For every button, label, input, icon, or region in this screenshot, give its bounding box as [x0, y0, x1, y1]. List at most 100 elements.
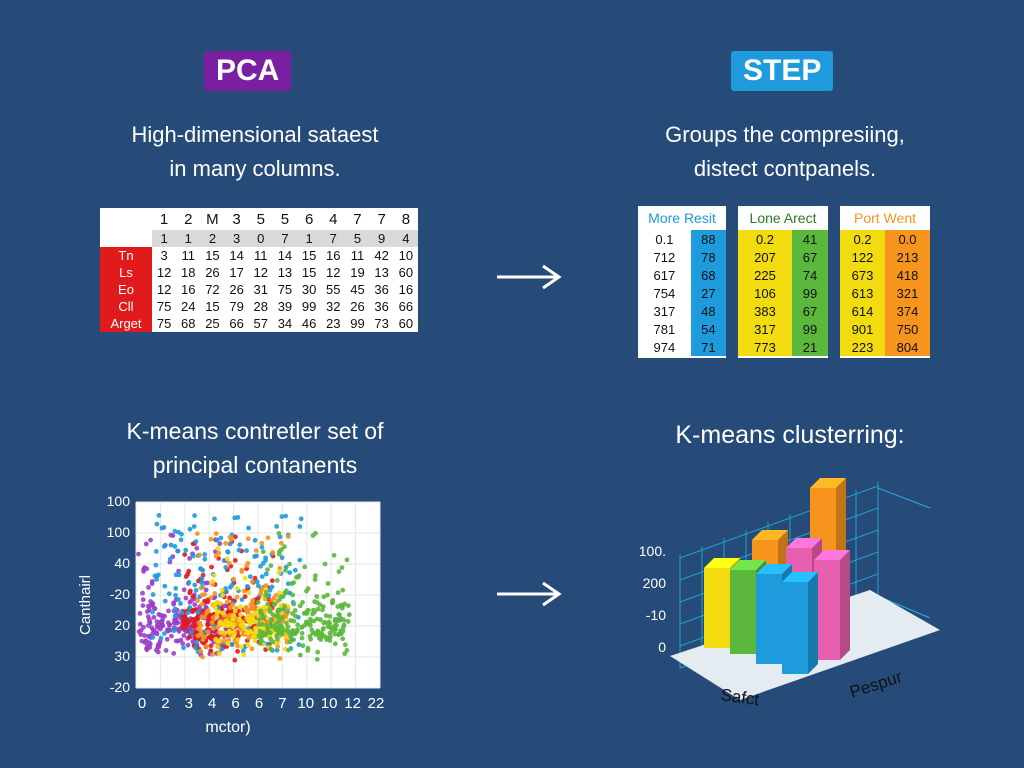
scatter-point: [203, 587, 209, 593]
y-tick-label: 100: [107, 493, 131, 509]
scatter-point: [276, 570, 282, 575]
scatter-point: [284, 628, 290, 633]
scatter-point: [257, 616, 263, 622]
scatter-point: [227, 605, 233, 610]
table-cell: 383: [738, 302, 792, 320]
table-cell: 122: [840, 248, 885, 266]
scatter-point: [278, 540, 284, 546]
scatter-point: [312, 609, 317, 615]
scatter-point: [259, 574, 265, 579]
scatter-point: [153, 562, 159, 568]
table-cell: 5: [345, 230, 370, 247]
scatter-point: [252, 626, 258, 631]
scatter-point: [260, 621, 265, 627]
scatter-point: [173, 592, 178, 598]
table-cell: 712: [638, 248, 691, 266]
scatter-point: [327, 621, 332, 627]
scatter-point: [188, 629, 194, 635]
scatter-point: [248, 629, 254, 634]
scatter-point: [268, 636, 273, 642]
scatter-point: [265, 567, 270, 572]
table-cell: 42: [374, 248, 389, 263]
scatter-point: [272, 601, 278, 607]
scatter-point: [241, 652, 247, 658]
scatter-point: [268, 646, 273, 652]
row-label: Ls: [100, 264, 152, 281]
scatter-point: [186, 619, 191, 624]
scatter-point: [247, 574, 253, 579]
clustering-caption: K-means clusterring:: [675, 421, 905, 449]
scatter-point: [339, 565, 345, 570]
scatter-caption-line1: K-means contretler set of: [126, 418, 384, 444]
scatter-point: [220, 610, 226, 616]
table-cell: 11: [350, 248, 365, 263]
scatter-point: [265, 535, 271, 541]
table-cell: 75: [156, 316, 172, 331]
scatter-point: [205, 629, 211, 635]
scatter-point: [217, 541, 223, 547]
grid-line: [877, 487, 931, 509]
table-cell: 15: [301, 248, 317, 263]
scatter-point: [215, 644, 221, 650]
scatter-point: [159, 525, 165, 531]
scatter-point: [246, 635, 252, 641]
scatter-point: [210, 652, 215, 657]
scatter-point: [246, 590, 252, 595]
scatter-point: [275, 644, 280, 649]
scatter-point: [285, 609, 291, 615]
scatter-point: [332, 623, 337, 629]
scatter-point: [244, 630, 249, 636]
scatter-point: [238, 604, 243, 610]
scatter-point: [295, 627, 300, 633]
scatter-point: [162, 583, 168, 589]
table-cell: 67: [792, 302, 828, 320]
scatter-point: [277, 656, 283, 661]
y-tick-label: -10: [646, 607, 666, 623]
scatter-point: [216, 651, 222, 657]
table-cell: 0.1: [638, 230, 691, 248]
scatter-point: [299, 635, 305, 641]
scatter-point: [187, 590, 193, 596]
scatter-point: [344, 648, 350, 653]
scatter-point: [214, 609, 220, 615]
scatter-point: [268, 563, 274, 568]
table-cell: 317: [638, 302, 691, 320]
scatter-point: [147, 619, 152, 625]
table-cell: 66: [229, 316, 244, 331]
scatter-point: [244, 548, 249, 553]
scatter-point: [163, 648, 169, 653]
table-cell: 0.2: [738, 230, 792, 248]
scatter-point: [237, 542, 243, 548]
table-cell: 26: [350, 299, 365, 314]
x-tick-label: 10: [297, 695, 314, 712]
scatter-point: [239, 597, 245, 602]
scatter-point: [252, 638, 258, 644]
table-cell: 901: [840, 320, 885, 338]
table-cell: 13: [277, 265, 293, 280]
scatter-point: [320, 604, 326, 610]
scatter-point: [187, 556, 192, 561]
pca-caption-line1: High-dimensional sataest: [131, 122, 379, 147]
scatter-point: [140, 590, 145, 596]
scatter-point: [147, 645, 153, 650]
scatter-point: [212, 591, 218, 596]
scatter-point: [267, 606, 273, 612]
table-cell: 19: [350, 265, 365, 280]
table-cell: M: [206, 210, 219, 228]
scatter-point: [308, 616, 313, 622]
scatter-point: [227, 595, 233, 601]
scatter-point: [227, 534, 233, 540]
table-cell: 15: [205, 299, 220, 314]
scatter-point: [162, 631, 167, 636]
scatter-point: [345, 619, 351, 624]
scatter-point: [187, 599, 193, 605]
table-cell: 0: [248, 230, 273, 247]
scatter-point: [178, 537, 184, 543]
scatter-point: [290, 611, 295, 616]
